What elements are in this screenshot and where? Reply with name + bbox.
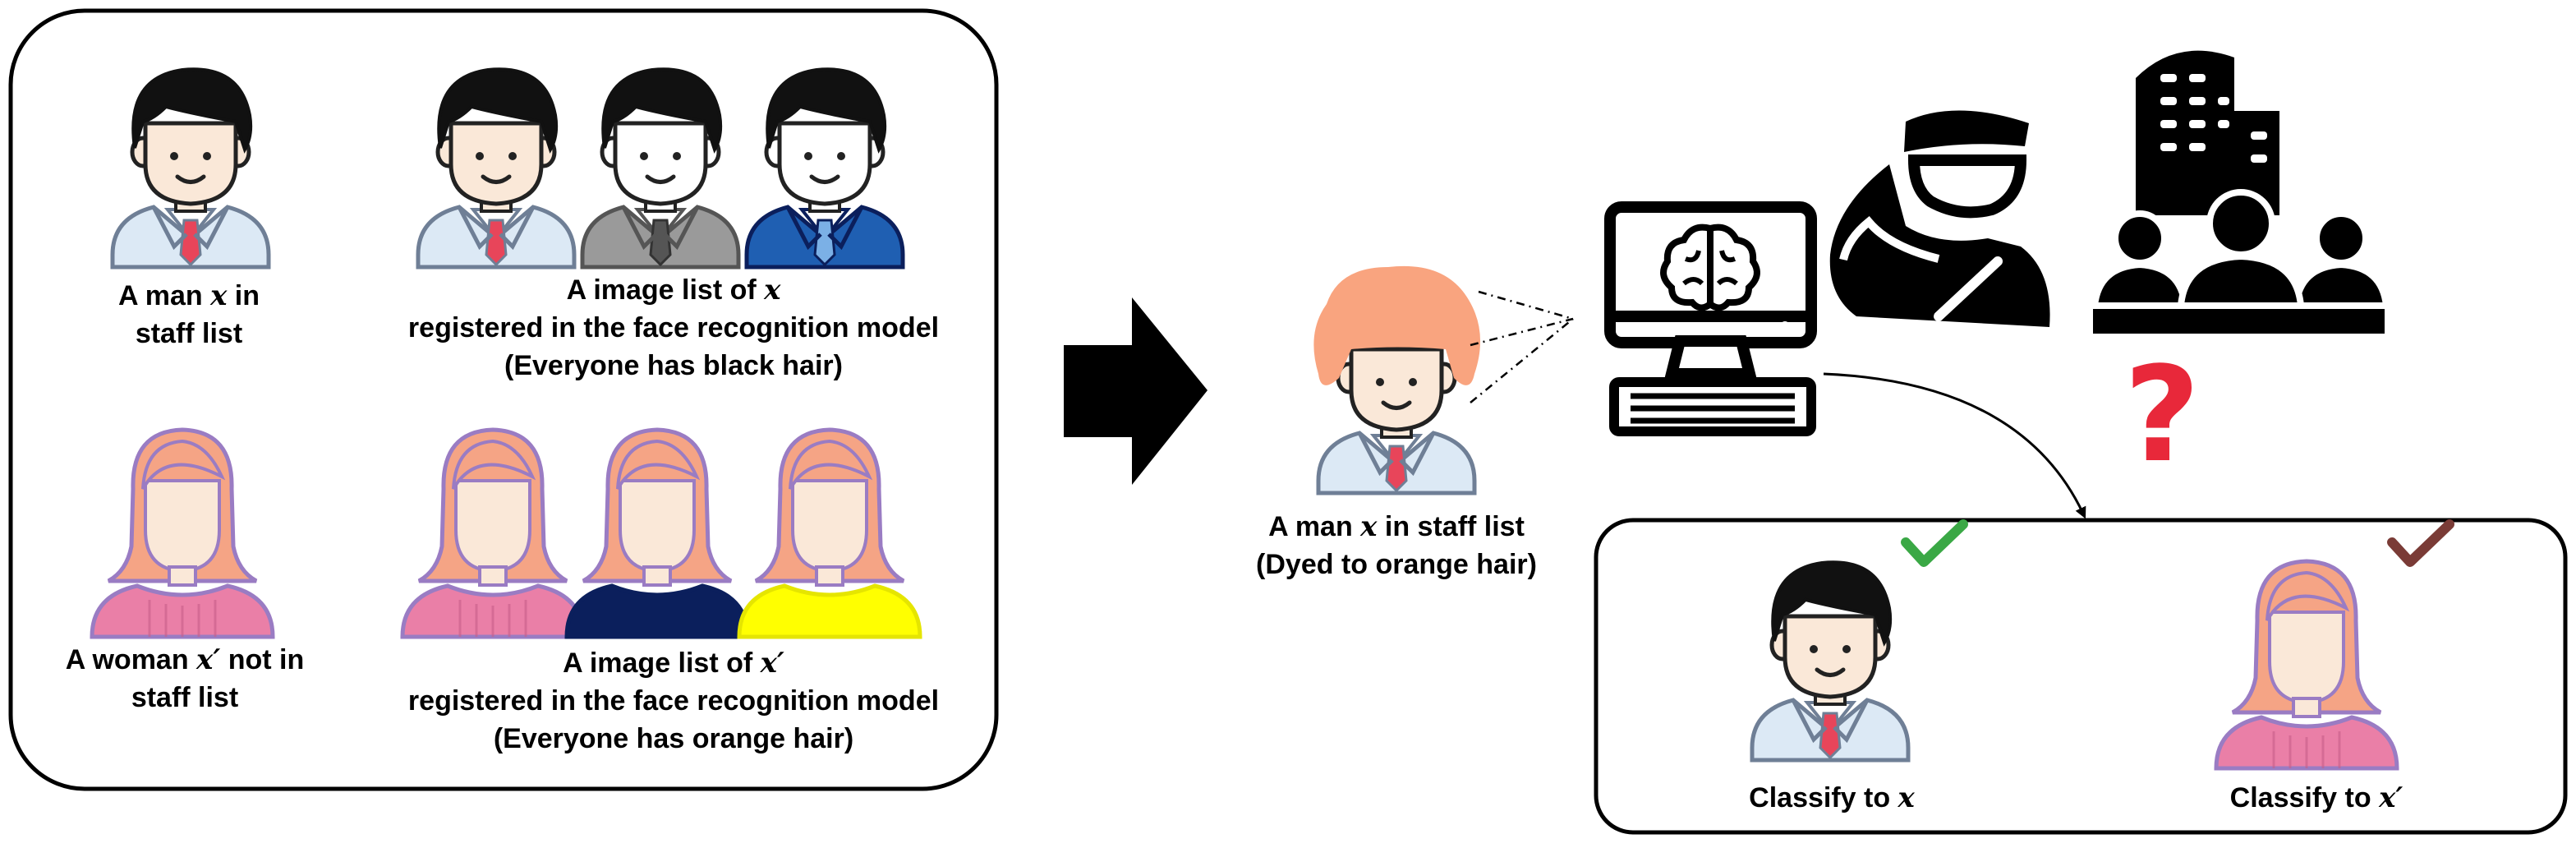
man-image-list xyxy=(418,67,905,270)
woman-image-list xyxy=(402,430,922,639)
security-guard-icon xyxy=(1829,110,2050,327)
woman-caption: A woman x′ not in staff list xyxy=(65,643,305,713)
question-icon: ? xyxy=(2124,338,2201,491)
man-variant-gray-icon xyxy=(580,67,741,270)
woman-variant-navy-icon xyxy=(564,430,750,639)
brain-computer-icon xyxy=(1604,201,1817,436)
scan-lines xyxy=(1470,290,1574,403)
classify-x-caption: Classify to x xyxy=(1749,781,1915,814)
classify-x-prime-caption: Classify to x′ xyxy=(2229,781,2404,814)
man-variant-blue-icon xyxy=(744,67,905,270)
staff-panel xyxy=(8,8,999,791)
arrow-right-icon xyxy=(1064,297,1208,485)
man-list-caption: A image list of x registered in the face… xyxy=(407,274,940,381)
flow-arrow xyxy=(1823,372,2086,519)
man-orange-hair-icon xyxy=(1313,265,1481,493)
office-people-icon xyxy=(2091,50,2390,334)
middle-caption: A man x in staff list (Dyed to orange ha… xyxy=(1256,510,1537,580)
woman-list-caption: A image list of x′ registered in the fac… xyxy=(407,647,940,754)
woman-variant-yellow-icon xyxy=(737,430,922,639)
man-caption: A man x in staff list xyxy=(117,279,260,349)
